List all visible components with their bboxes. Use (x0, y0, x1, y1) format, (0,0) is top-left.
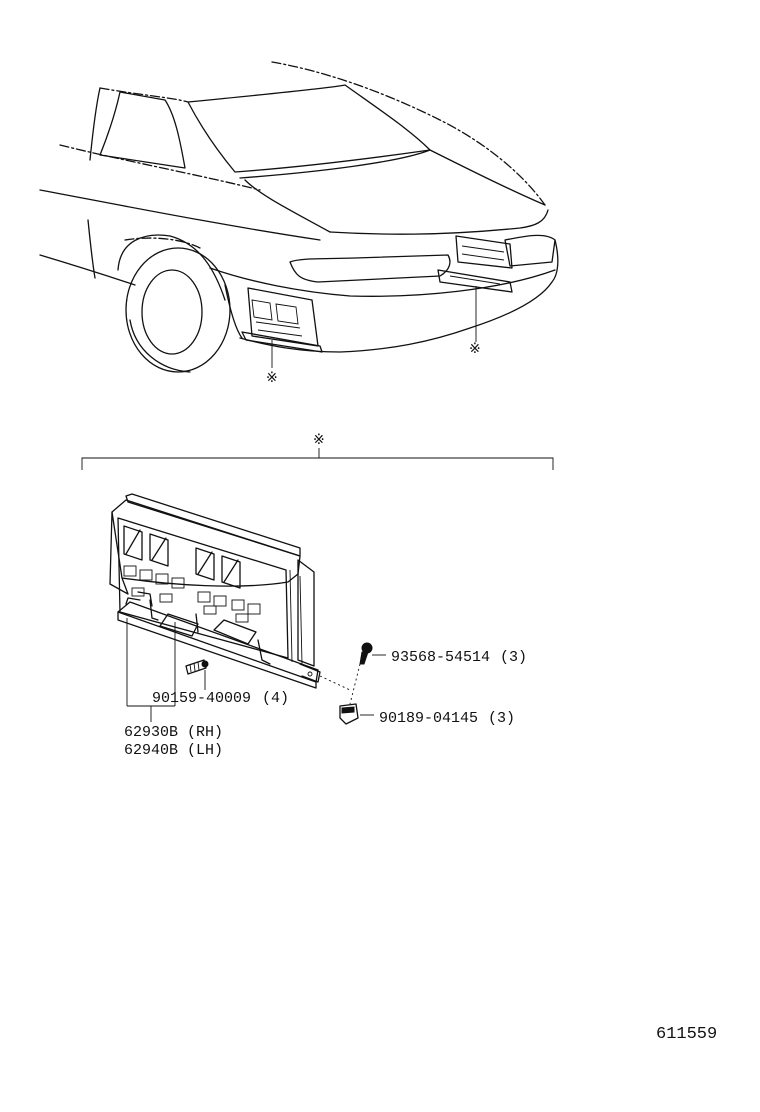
part-90159-qty: (4) (262, 690, 289, 707)
clip-90189 (339, 703, 374, 725)
part-90159-number: 90159-40009 (152, 690, 251, 707)
part-90189-qty: (3) (488, 710, 515, 727)
part-90189-number: 90189-04145 (379, 710, 478, 727)
mark-exploded: ※ (313, 432, 325, 448)
screw-93568 (359, 642, 386, 665)
screw-90159 (185, 659, 209, 690)
assembly-lh: 62940B (LH) (124, 742, 223, 759)
louvers (123, 525, 261, 623)
car-rear-illustration (39, 61, 559, 373)
part-93568-qty: (3) (500, 649, 527, 666)
mud-guard-left-small (241, 287, 323, 353)
assembly-bracket (126, 618, 176, 722)
mud-guard-right-small (437, 235, 513, 293)
group-bracket (81, 448, 554, 470)
assembly-rh: 62930B (RH) (124, 724, 223, 741)
part-93568-number: 93568-54514 (391, 649, 490, 666)
mark-right: ※ (469, 341, 481, 357)
figure-id: 611559 (656, 1025, 717, 1044)
mark-left: ※ (266, 370, 278, 386)
mud-guard-exploded (109, 493, 321, 689)
